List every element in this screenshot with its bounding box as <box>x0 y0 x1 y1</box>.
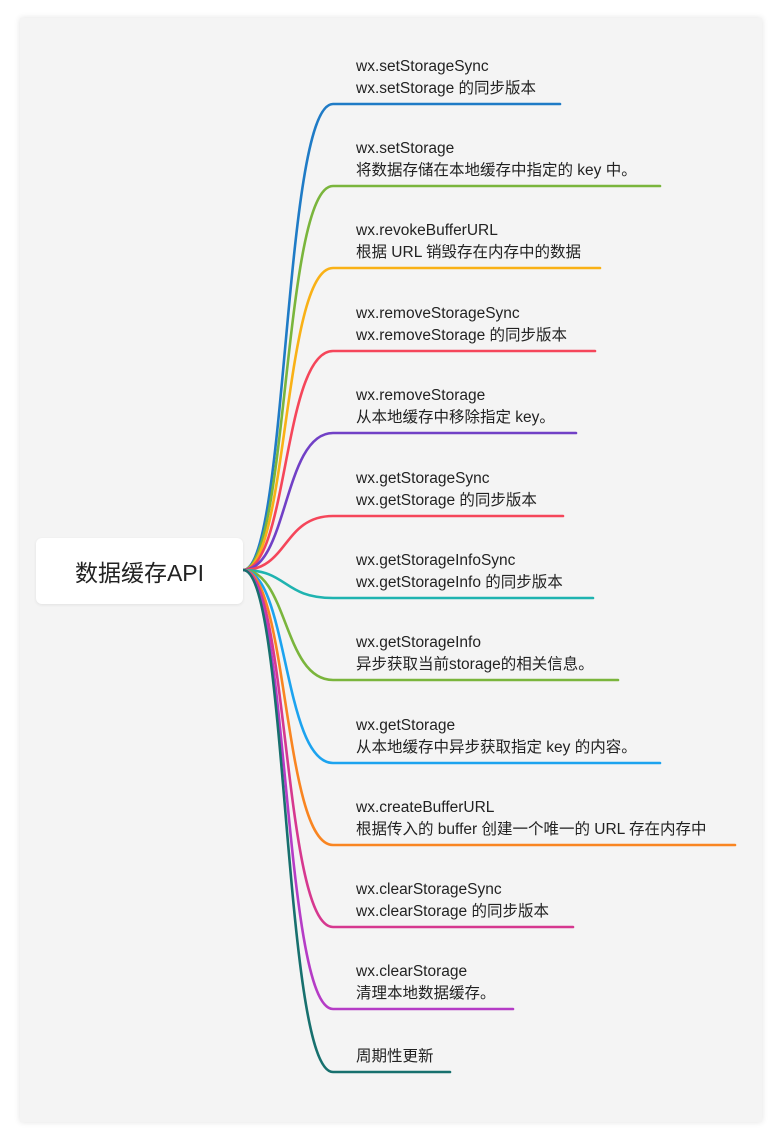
branch-link <box>241 568 595 600</box>
branch-node[interactable]: wx.getStorageInfoSync wx.getStorageInfo 的… <box>356 550 563 594</box>
branch-title: wx.clearStorageSync <box>356 881 502 898</box>
branch-title: 周期性更新 <box>356 1048 434 1065</box>
branch-link <box>241 102 562 572</box>
branch-title: wx.revokeBufferURL <box>356 222 498 239</box>
branch-node[interactable]: wx.getStorageSync wx.getStorage 的同步版本 <box>356 468 537 512</box>
branch-node[interactable]: 周期性更新 <box>356 1046 434 1068</box>
root-label: 数据缓存API <box>74 560 205 586</box>
branch-link <box>241 568 737 847</box>
branch-link <box>241 184 662 572</box>
branch-link <box>241 266 602 572</box>
branch-title: wx.getStorageInfo <box>356 634 481 651</box>
branch-link <box>241 568 620 682</box>
branch-node[interactable]: wx.setStorage 将数据存储在本地缓存中指定的 key 中。 <box>356 138 637 182</box>
branch-description: 从本地缓存中移除指定 key。 <box>356 409 555 426</box>
branch-description: wx.removeStorage 的同步版本 <box>356 327 568 344</box>
branch-description: 将数据存储在本地缓存中指定的 key 中。 <box>356 162 637 179</box>
branch-link <box>241 349 597 572</box>
branch-title: wx.setStorage <box>356 140 455 157</box>
branch-node[interactable]: wx.getStorage 从本地缓存中异步获取指定 key 的内容。 <box>356 715 637 759</box>
branch-node[interactable]: wx.clearStorageSync wx.clearStorage 的同步版本 <box>356 879 549 923</box>
branch-description: 清理本地数据缓存。 <box>356 985 496 1002</box>
branch-node[interactable]: wx.clearStorage 清理本地数据缓存。 <box>356 961 496 1005</box>
branch-title: wx.removeStorageSync <box>356 305 520 322</box>
branch-title: wx.getStorageSync <box>356 470 490 487</box>
branch-link <box>241 568 662 765</box>
branch-title: wx.removeStorage <box>356 387 486 404</box>
branch-title: wx.setStorageSync <box>356 58 489 75</box>
branch-description: wx.getStorageInfo 的同步版本 <box>356 574 563 591</box>
branch-node[interactable]: wx.removeStorageSync wx.removeStorage 的同步… <box>356 303 567 347</box>
branch-title: wx.createBufferURL <box>356 799 495 816</box>
branch-node[interactable]: wx.removeStorage 从本地缓存中移除指定 key。 <box>356 385 555 429</box>
branch-node[interactable]: wx.setStorageSync wx.setStorage 的同步版本 <box>356 56 536 100</box>
branch-description: wx.setStorage 的同步版本 <box>356 80 537 97</box>
branch-description: 根据 URL 销毁存在内存中的数据 <box>356 244 582 261</box>
branch-link <box>241 568 452 1074</box>
branch-title: wx.getStorageInfoSync <box>356 552 516 569</box>
branch-description: wx.clearStorage 的同步版本 <box>356 903 549 920</box>
branch-description: 根据传入的 buffer 创建一个唯一的 URL 存在内存中 <box>356 821 707 838</box>
branch-description: wx.getStorage 的同步版本 <box>356 492 537 509</box>
root-node[interactable]: 数据缓存API <box>36 538 243 604</box>
branch-link <box>241 431 578 572</box>
branch-link <box>241 514 565 572</box>
branch-description: 从本地缓存中异步获取指定 key 的内容。 <box>356 739 637 756</box>
branch-title: wx.getStorage <box>356 717 456 734</box>
branch-node[interactable]: wx.getStorageInfo 异步获取当前storage的相关信息。 <box>356 632 594 676</box>
branch-node[interactable]: wx.createBufferURL 根据传入的 buffer 创建一个唯一的 U… <box>356 797 707 841</box>
branch-link <box>241 568 575 929</box>
branch-title: wx.clearStorage <box>356 963 468 980</box>
branch-node[interactable]: wx.revokeBufferURL 根据 URL 销毁存在内存中的数据 <box>356 220 581 264</box>
branch-description: 异步获取当前storage的相关信息。 <box>356 656 594 673</box>
